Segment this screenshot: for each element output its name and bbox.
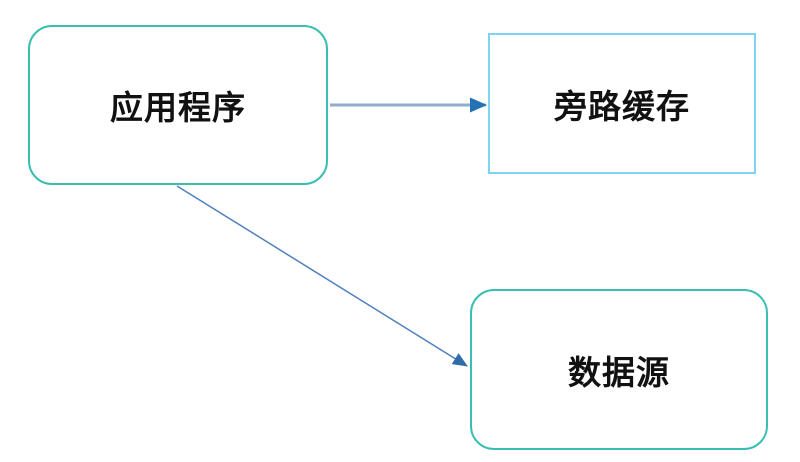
arrow-application-to-data-source (176, 185, 468, 367)
node-cache-aside-label: 旁路缓存 (554, 86, 690, 126)
node-cache-aside: 旁路缓存 (488, 33, 756, 174)
node-application: 应用程序 (28, 25, 328, 185)
node-data-source: 数据源 (470, 289, 768, 450)
node-data-source-label: 数据源 (568, 352, 670, 392)
node-application-label: 应用程序 (110, 88, 246, 127)
